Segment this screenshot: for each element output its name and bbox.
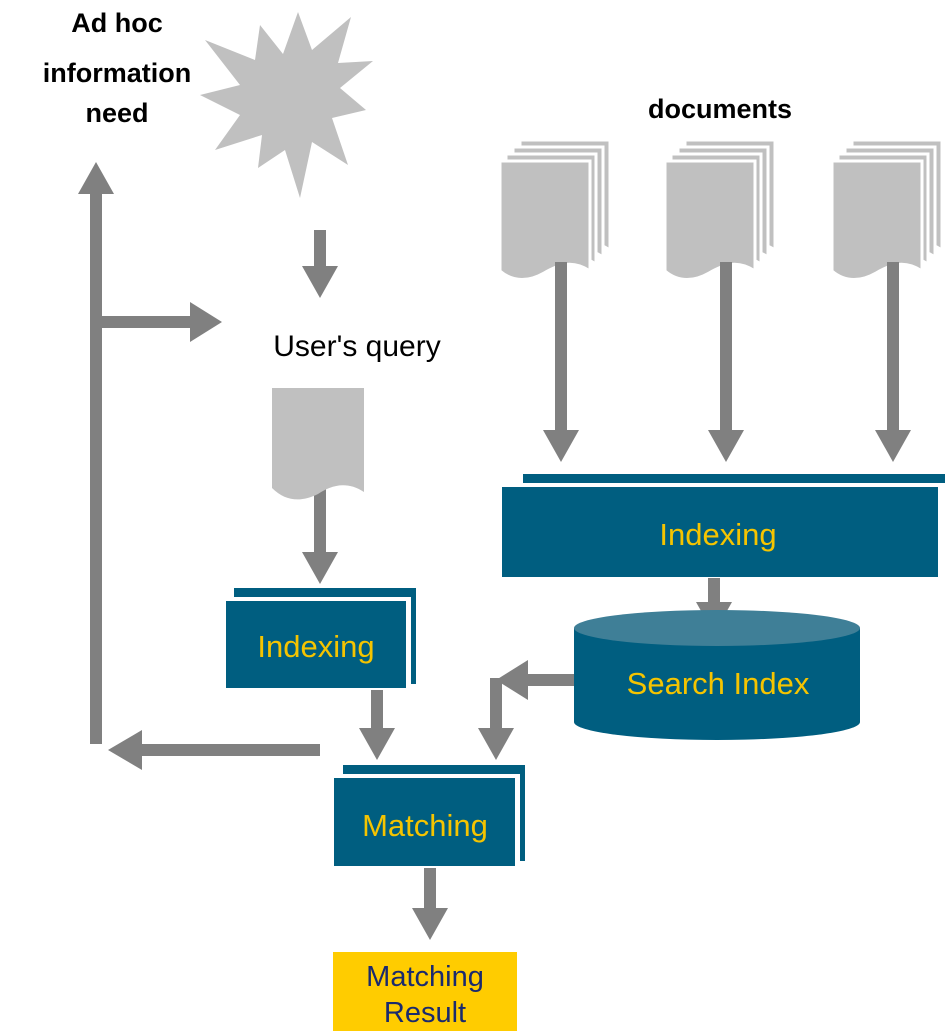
matching-label: Matching: [362, 808, 488, 843]
search-index-label: Search Index: [627, 666, 810, 701]
matching-result-box: Matching Result: [333, 952, 517, 1031]
documents-label: documents: [648, 94, 792, 124]
query-indexing-label: Indexing: [257, 629, 374, 664]
arrow-right-icon: [190, 302, 222, 342]
query-indexing-box: Indexing: [226, 588, 416, 688]
matching-result-label-line2: Result: [384, 997, 466, 1029]
information-need-title-line3: need: [85, 98, 148, 128]
document-icon: [272, 388, 364, 500]
arrow-down-icon: [543, 430, 579, 462]
starburst-icon: [200, 12, 373, 198]
arrow-down-icon: [708, 430, 744, 462]
user-query-label: User's query: [273, 330, 440, 363]
document-stack-icon: [663, 138, 777, 281]
information-need-title-line2: information: [43, 58, 192, 88]
document-stack-icon: [498, 138, 612, 281]
arrow-left-icon: [108, 730, 142, 770]
matching-box: Matching: [334, 765, 525, 866]
document-stack-icon: [830, 138, 944, 281]
database-cylinder-icon: Search Index: [574, 610, 860, 740]
arrow-up-icon: [78, 162, 114, 194]
matching-result-label-line1: Matching: [366, 961, 484, 993]
arrow-down-icon: [359, 728, 395, 760]
arrow-down-icon: [875, 430, 911, 462]
arrow-down-icon: [302, 266, 338, 298]
document-indexing-label: Indexing: [659, 517, 776, 552]
arrow-left-icon: [496, 660, 528, 700]
arrow-down-icon: [302, 552, 338, 584]
arrow-down-icon: [478, 728, 514, 760]
document-indexing-box: Indexing: [502, 474, 945, 578]
information-need-title-line1: Ad hoc: [71, 8, 163, 38]
arrow-down-icon: [412, 908, 448, 940]
